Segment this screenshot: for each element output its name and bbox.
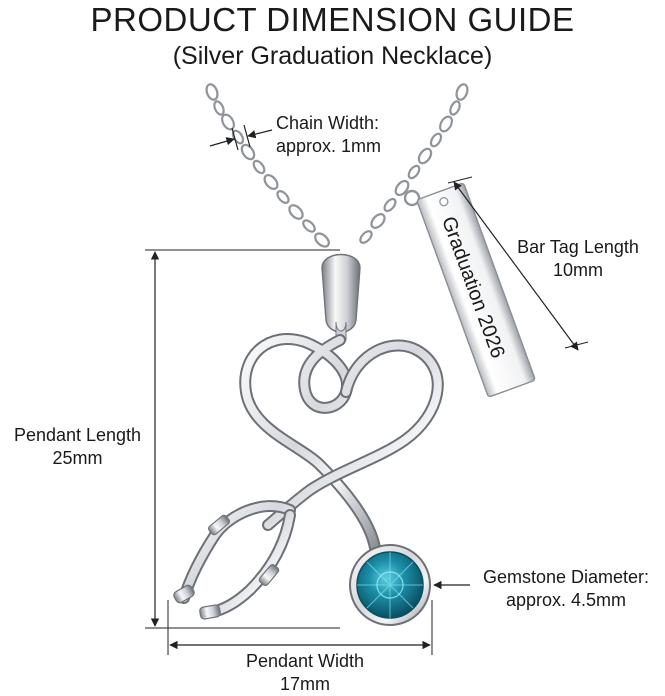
pendant-length-label: Pendant Length 25mm	[0, 424, 155, 470]
pendant-length-name: Pendant Length	[13, 425, 142, 445]
chain-width-name: Chain Width:	[276, 113, 380, 133]
chain-left	[205, 83, 330, 248]
tag-ring	[403, 189, 421, 207]
bar-tag-length-value: 10mm	[552, 260, 603, 280]
bar-tag-length-label: Bar Tag Length 10mm	[498, 236, 658, 282]
gemstone-diameter-label: Gemstone Diameter: approx. 4.5mm	[468, 566, 664, 612]
page-title: PRODUCT DIMENSION GUIDE	[90, 1, 575, 38]
chain-width-value: approx. 1mm	[276, 136, 382, 156]
page-subtitle: (Silver Graduation Necklace)	[172, 42, 493, 70]
gemstone-chestpiece	[349, 544, 431, 626]
gemstone-diameter-name: Gemstone Diameter:	[482, 567, 650, 587]
chain-width-label: Chain Width: approx. 1mm	[276, 112, 381, 158]
pendant-width-name: Pendant Width	[245, 651, 365, 671]
chain-right	[359, 83, 469, 244]
dimension-lines	[145, 124, 589, 655]
gemstone-diameter-value: approx. 4.5mm	[505, 590, 627, 610]
ear-tips	[173, 514, 280, 620]
pendant-length-value: 25mm	[52, 448, 103, 468]
bar-tag-length-name: Bar Tag Length	[517, 237, 639, 257]
pendant-bail	[321, 253, 361, 341]
pendant-width-label: Pendant Width 17mm	[200, 650, 410, 696]
pendant-width-value: 17mm	[279, 674, 330, 694]
